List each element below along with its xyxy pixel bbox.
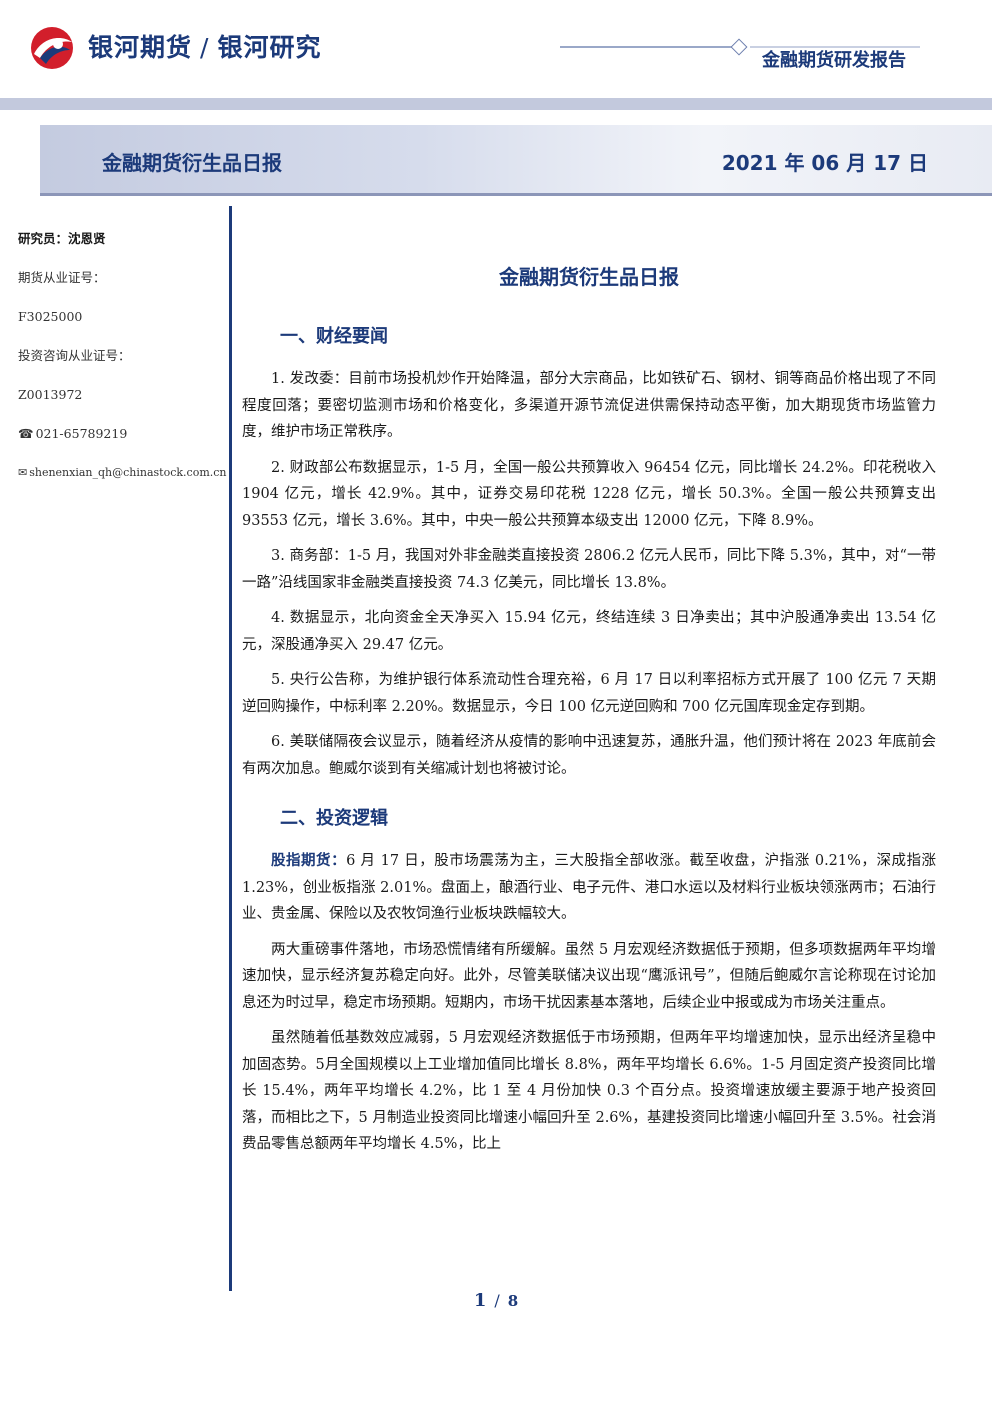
license-number: F3025000 [18, 309, 83, 324]
brand-title: 银河期货/银河研究 [88, 28, 321, 64]
news-item: 1. 发改委：目前市场投机炒作开始降温，部分大宗商品，比如铁矿石、钢材、铜等商品… [242, 371, 936, 440]
galaxy-logo-icon [31, 27, 73, 69]
brand-sub: 银河研究 [217, 33, 322, 62]
news-item: 2. 财政部公布数据显示，1-5 月，全国一般公共预算收入 96454 亿元，同… [242, 459, 936, 529]
report-body: 金融期货衍生品日报 一、财经要闻 1. 发改委：目前市场投机炒作开始降温，部分大… [242, 262, 936, 1167]
title-banner: 金融期货衍生品日报 2021 年 06 月 17 日 [40, 125, 992, 196]
logic-paragraph: 虽然随着低基数效应减弱，5 月宏观经济数据低于市场预期，但两年平均增速加快，显示… [242, 1030, 936, 1152]
index-futures-paragraph: 股指期货：6 月 17 日，股市场震荡为主，三大股指全部收涨。截至收盘，沪指涨 … [242, 848, 936, 928]
header-band [0, 98, 992, 110]
sidebar-divider [229, 206, 232, 1291]
news-item: 5. 央行公告称，为维护银行体系流动性合理充裕，6 月 17 日以利率招标方式开… [242, 672, 936, 715]
brand-divider: / [200, 33, 210, 62]
document-title: 金融期货衍生品日报 [499, 265, 679, 289]
report-date: 2021 年 06 月 17 日 [721, 151, 928, 175]
brand-name: 银河期货 [88, 33, 193, 62]
news-item: 6. 美联储隔夜会议显示，随着经济从疫情的影响中迅速复苏，通胀升温，他们预计将在… [242, 734, 936, 777]
section-title-news: 一、财经要闻 [280, 326, 388, 347]
envelope-icon: ✉ [18, 466, 28, 479]
page-footer: 1 / 8 [0, 1290, 992, 1311]
email-address[interactable]: shenenxian_qh@chinastock.com.cn [29, 466, 227, 479]
index-futures-text: 6 月 17 日，股市场震荡为主，三大股指全部收涨。截至收盘，沪指涨 0.21%… [242, 853, 936, 922]
page-header: 银河期货/银河研究 金融期货研发报告 [0, 0, 992, 100]
report-type-label: 金融期货研发报告 [762, 50, 906, 71]
diamond-icon [730, 38, 748, 56]
consult-license-number: Z0013972 [18, 387, 83, 402]
consult-license-label: 投资咨询从业证号： [18, 348, 131, 363]
phone-icon: ☎ [18, 426, 34, 441]
news-item: 4. 数据显示，北向资金全天净买入 15.94 亿元，终结连续 3 日净卖出；其… [242, 610, 936, 653]
phone-row: ☎021-65789219 [18, 421, 228, 460]
page-total: 8 [507, 1292, 519, 1310]
license-label: 期货从业证号： [18, 270, 106, 285]
page-number: 1 [473, 1290, 487, 1311]
email-row[interactable]: ✉shenenxian_qh@chinastock.com.cn [18, 460, 228, 499]
logic-paragraph: 两大重磅事件落地，市场恐慌情绪有所缓解。虽然 5 月宏观经济数据低于预期，但多项… [242, 941, 936, 1011]
header-divider-line-right [750, 46, 920, 48]
news-item: 3. 商务部：1-5 月，我国对外非金融类直接投资 2806.2 亿元人民币，同… [242, 548, 936, 591]
index-futures-label: 股指期货： [271, 852, 347, 869]
page-separator: / [494, 1291, 500, 1310]
banner-title: 金融期货衍生品日报 [102, 151, 282, 175]
section-title-logic: 二、投资逻辑 [280, 808, 388, 829]
author-sidebar: 研究员：沈恩贤 期货从业证号： F3025000 投资咨询从业证号： Z0013… [18, 226, 228, 499]
phone-number: 021-65789219 [35, 426, 128, 441]
header-divider-line [560, 46, 735, 48]
researcher-name: 研究员：沈恩贤 [18, 231, 106, 246]
